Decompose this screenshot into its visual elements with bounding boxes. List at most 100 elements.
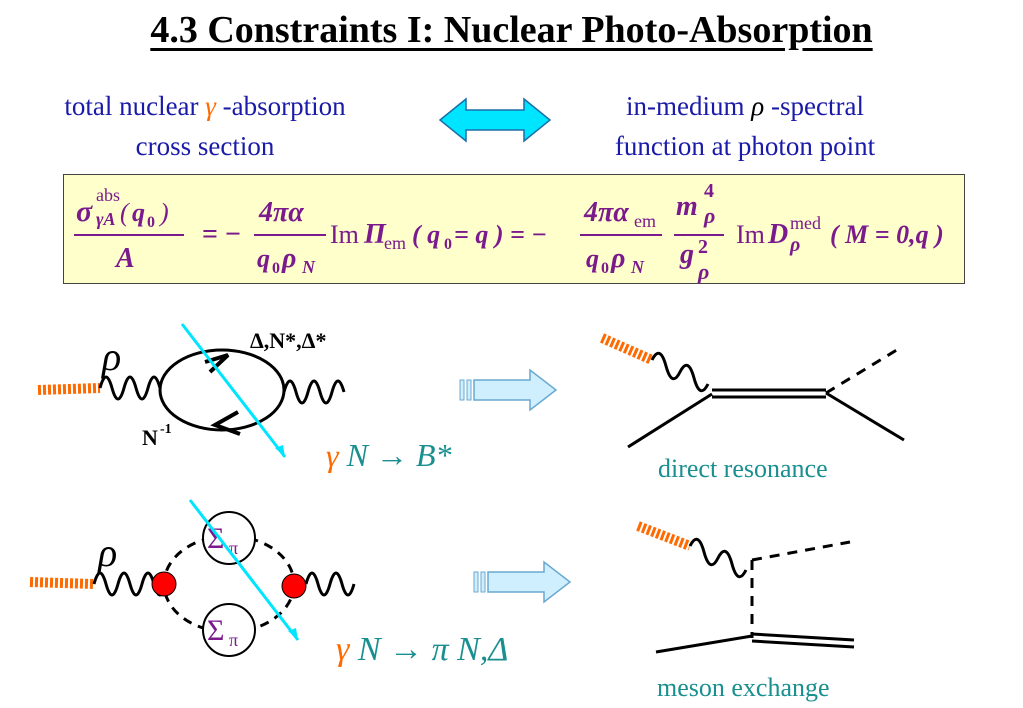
- caption-meson-exchange: meson exchange: [657, 673, 830, 702]
- right-text-a: in-medium: [626, 91, 752, 121]
- gamma-symbol: γ: [205, 91, 216, 121]
- right-text-line2: function at photon point: [614, 131, 876, 161]
- formula-paren-open: (: [120, 198, 130, 227]
- formula-paren-close: ): [158, 198, 169, 227]
- double-arrow-icon: [438, 97, 552, 143]
- page-title: 4.3 Constraints I: Nuclear Photo-Absorpt…: [150, 9, 873, 51]
- formula-rhoN-c: N: [630, 257, 645, 277]
- pi-sub-bottom: π: [229, 630, 238, 650]
- formula-rho-d: ρ: [789, 234, 800, 256]
- cut-arrowhead-2: [288, 628, 298, 640]
- formula-rho-c: ρ: [610, 243, 625, 274]
- hole-sup: -1: [160, 422, 172, 437]
- rho-symbol: ρ: [751, 91, 765, 121]
- photon-wavy-left-1: [98, 375, 162, 401]
- reaction-2-end: N,Δ: [449, 631, 509, 668]
- photon-wavy-right-2: [304, 571, 356, 597]
- hole-label: N: [142, 425, 158, 450]
- cut-line-2: [188, 499, 300, 641]
- diagram-direct-resonance: ρ Δ,N*,Δ* N -1 γ N → B* direct resonance: [37, 323, 905, 483]
- delta-double-line-top: [751, 632, 855, 642]
- reaction-1: γ N → B*: [326, 437, 452, 473]
- reaction-1-rest: N →: [339, 437, 416, 473]
- formula-rho-m: ρ: [703, 203, 715, 228]
- formula-four: 4: [704, 180, 714, 202]
- right-text-b: -spectral: [764, 91, 864, 121]
- formula-rhoN-b: N: [301, 257, 316, 277]
- formula-med: med: [790, 213, 821, 233]
- formula-M-args: ( M = 0,q ): [830, 220, 944, 249]
- caption-direct-resonance: direct resonance: [658, 454, 828, 483]
- formula-pi: Π: [363, 219, 387, 250]
- absorption-cross-section-text: total nuclear γ -absorption cross sectio…: [20, 86, 390, 166]
- reaction-2-pi: π: [432, 631, 450, 668]
- formula-im-1: Im: [330, 220, 359, 249]
- formula-sigma: σ: [76, 195, 93, 228]
- delta-double-line-bottom: [751, 639, 855, 649]
- photon-wavy-right-1: [282, 379, 346, 405]
- pi-sub-top: π: [229, 538, 238, 558]
- rho-external-line-1: [37, 383, 101, 395]
- reaction-2: γ N → π N,Δ: [336, 631, 508, 668]
- sigma-pi-top: Σ: [207, 522, 224, 555]
- formula-rho-g: ρ: [697, 259, 709, 284]
- formula-rho-b: ρ: [281, 243, 296, 274]
- diagram-meson-exchange: ρ Σ π Σ π γ N → π N,Δ meson exchange: [29, 499, 855, 702]
- nucleon-line-in: [627, 392, 713, 449]
- formula-q0-a: q: [132, 198, 145, 227]
- sigma-pi-top-circle: [202, 511, 256, 565]
- implies-arrow-1: [459, 368, 558, 412]
- arrow-bottom-1: [210, 410, 241, 436]
- formula-m: m: [676, 191, 698, 222]
- formula-4pialpha-2: 4πα: [583, 197, 629, 228]
- resonances-label: Δ,N*,Δ*: [250, 328, 326, 353]
- formula-4pialpha-1: 4πα: [258, 197, 304, 228]
- formula-q0-a-sub: 0: [147, 214, 155, 231]
- left-text-line2: cross section: [135, 131, 275, 161]
- formula-D: D: [767, 219, 788, 250]
- formula-q0-eq: ( q: [412, 220, 440, 249]
- sigma-pi-bottom: Σ: [207, 614, 224, 647]
- formula-q0-c: q: [586, 244, 599, 273]
- left-text-a: total nuclear: [64, 91, 206, 121]
- formula: σ abs γA ( q 0 ) A = − 4πα q 0 ρ N Im Π …: [74, 180, 944, 284]
- sigma-pi-bottom-circle: [202, 603, 256, 657]
- photon-wavy-3: [650, 351, 710, 393]
- formula-eq-q: = q ) = −: [454, 220, 547, 249]
- reaction-2-rest: N →: [349, 631, 431, 668]
- formula-em-2: em: [634, 211, 656, 231]
- formula-A: A: [114, 243, 135, 274]
- rho-external-line-2: [29, 577, 95, 589]
- cut-line-1: [180, 323, 287, 458]
- vertex-left: [151, 571, 177, 597]
- rho-external-line-3: [599, 333, 655, 365]
- photon-wavy-4: [688, 537, 748, 579]
- rho-external-line-4: [636, 521, 692, 551]
- reaction-1-gamma: γ: [326, 437, 340, 473]
- formula-q0-b-sub: 0: [272, 260, 280, 277]
- formula-two: 2: [698, 236, 708, 258]
- formula-im-2: Im: [736, 220, 765, 249]
- reaction-1-B: B*: [416, 437, 452, 473]
- formula-abs: abs: [96, 185, 120, 205]
- formula-q0-b: q: [257, 244, 270, 273]
- spectral-function-text: in-medium ρ -spectral function at photon…: [560, 86, 930, 166]
- formula-gammaA: γA: [96, 209, 116, 229]
- reaction-2-gamma: γ: [336, 631, 351, 668]
- formula-g: g: [679, 239, 694, 270]
- nucleon-line-in-2: [655, 634, 753, 654]
- formula-eq-1: = −: [202, 219, 241, 250]
- vertex-right: [281, 573, 307, 599]
- rho-label-1: ρ: [100, 334, 121, 379]
- formula-q0-c-sub: 0: [601, 260, 609, 277]
- nucleon-line-out: [825, 391, 905, 442]
- pion-dashed-line-2: [751, 540, 851, 562]
- pion-dashed-line-1: [825, 346, 901, 395]
- formula-box: σ abs γA ( q 0 ) A = − 4πα q 0 ρ N Im Π …: [63, 174, 965, 284]
- implies-arrow-2: [473, 560, 572, 604]
- cut-arrowhead-1: [275, 445, 285, 457]
- formula-q0-eq-sub: 0: [444, 236, 452, 253]
- left-text-b: -absorption: [215, 91, 346, 121]
- formula-em-1: em: [384, 233, 406, 253]
- rho-label-2: ρ: [96, 530, 117, 575]
